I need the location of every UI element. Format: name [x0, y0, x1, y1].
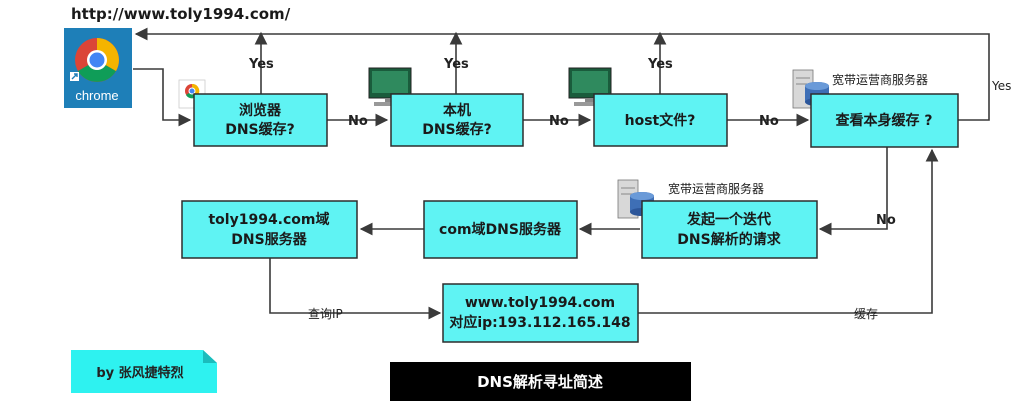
yes-label: Yes — [443, 57, 469, 72]
svg-text:toly1994.com域: toly1994.com域 — [208, 211, 329, 228]
chrome-icon: chrome — [64, 28, 132, 108]
yes-label: Yes — [248, 57, 274, 72]
author-note: by 张风捷特烈 — [71, 350, 217, 393]
no-label: No — [549, 114, 569, 129]
svg-text:DNS解析的请求: DNS解析的请求 — [677, 231, 781, 248]
footer-title-banner: DNS解析寻址简述 — [390, 362, 691, 401]
svg-text:浏览器: 浏览器 — [239, 102, 282, 119]
iterative-request-box: 发起一个迭代 DNS解析的请求 — [641, 200, 818, 259]
svg-text:DNS服务器: DNS服务器 — [231, 231, 307, 248]
local-dns-cache-box: 本机 DNS缓存? — [390, 93, 524, 147]
computer-icon — [568, 67, 612, 106]
server-icon — [617, 179, 654, 219]
host-file-box: host文件? — [593, 93, 728, 147]
isp-cache-box: 查看本身缓存 ? — [810, 93, 959, 148]
query-ip-label: 查询IP — [308, 307, 343, 321]
com-dns-server-box: com域DNS服务器 — [423, 200, 578, 259]
isp-caption: 宽带运营商服务器 — [668, 181, 764, 196]
result-ip-box: www.toly1994.com 对应ip:193.112.165.148 — [442, 283, 639, 343]
chrome-label: chrome — [75, 88, 118, 103]
svg-text:host文件?: host文件? — [625, 112, 696, 129]
cache-label: 缓存 — [854, 307, 878, 321]
no-label: No — [348, 114, 368, 129]
no-label: No — [759, 114, 779, 129]
svg-text:DNS缓存?: DNS缓存? — [422, 121, 492, 138]
yes-label: Yes — [991, 79, 1011, 93]
svg-text:发起一个迭代: 发起一个迭代 — [686, 211, 771, 228]
svg-text:对应ip:193.112.165.148: 对应ip:193.112.165.148 — [449, 314, 630, 331]
no-label: No — [876, 213, 896, 228]
svg-text:查看本身缓存 ?: 查看本身缓存 ? — [836, 112, 933, 129]
svg-text:com域DNS服务器: com域DNS服务器 — [439, 221, 562, 238]
isp-caption: 宽带运营商服务器 — [832, 72, 928, 87]
url-text: http://www.toly1994.com/ — [71, 5, 291, 23]
svg-text:DNS缓存?: DNS缓存? — [225, 121, 295, 138]
toly-dns-server-box: toly1994.com域 DNS服务器 — [181, 200, 358, 259]
svg-text:本机: 本机 — [443, 102, 471, 119]
svg-text:www.toly1994.com: www.toly1994.com — [465, 295, 615, 311]
footer-title: DNS解析寻址简述 — [477, 373, 603, 391]
yes-label: Yes — [647, 57, 673, 72]
author-label: by 张风捷特烈 — [96, 365, 183, 381]
browser-dns-cache-box: 浏览器 DNS缓存? — [193, 93, 328, 147]
